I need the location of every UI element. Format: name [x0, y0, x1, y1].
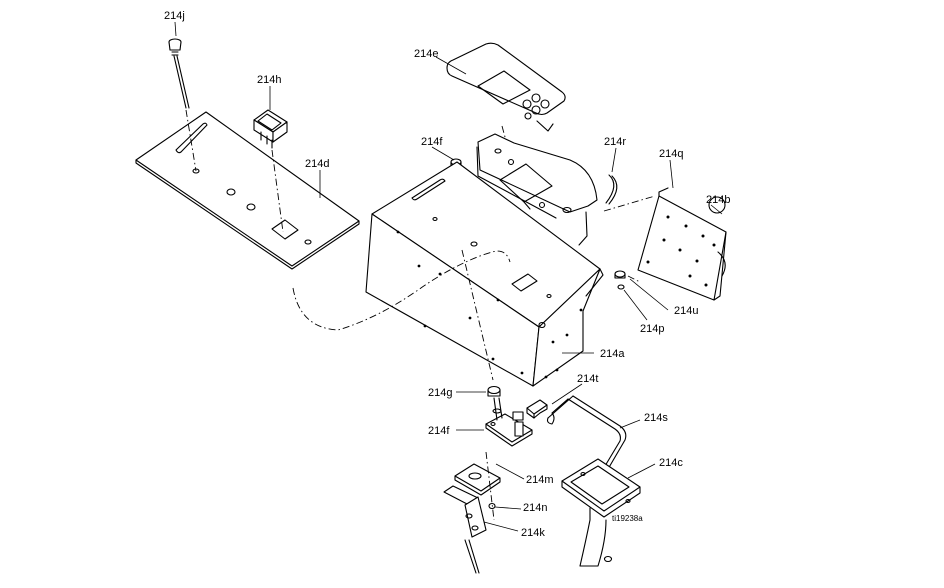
label-214c: 214c	[659, 457, 683, 469]
label-214q: 214q	[659, 148, 683, 160]
callout-labels: 214j 214h 214d 214e 214f 214r 214q 214b …	[164, 10, 730, 539]
label-214r: 214r	[604, 136, 626, 148]
axis-line-214q	[603, 195, 656, 212]
figure-id: ti19238a	[612, 514, 643, 523]
axis-line-214u	[627, 275, 641, 283]
label-214n: 214n	[523, 502, 547, 514]
label-214d: 214d	[305, 158, 329, 170]
part-214r-gasket	[605, 174, 615, 204]
label-214t: 214t	[577, 373, 598, 385]
part-214a-enclosure	[365, 161, 604, 387]
part-214r-bezel	[476, 133, 598, 246]
part-214f-bottom-switch	[485, 397, 533, 447]
part-214s-u-rod	[546, 395, 627, 494]
label-214s: 214s	[644, 412, 668, 424]
axis-line-214j	[185, 109, 197, 172]
part-214c-display	[561, 458, 641, 567]
part-214g-grommet	[487, 385, 501, 397]
part-214u-nut	[614, 270, 626, 279]
part-214d-plate	[135, 111, 360, 270]
part-214t-bracket	[526, 399, 548, 419]
part-214n-214k-lever	[443, 485, 496, 574]
label-214h: 214h	[257, 74, 281, 86]
label-214m: 214m	[526, 474, 554, 486]
label-214g: 214g	[428, 387, 452, 399]
part-214j-knob-shaft	[168, 38, 190, 109]
label-214a: 214a	[600, 348, 625, 360]
label-214j: 214j	[164, 10, 185, 22]
label-214b: 214b	[706, 194, 730, 206]
leader-lines	[174, 21, 723, 532]
part-214b-back-plate	[637, 187, 727, 301]
label-214e: 214e	[414, 48, 438, 60]
cable-route-line	[292, 250, 511, 331]
axis-line-214h	[271, 149, 284, 233]
axis-line-lower	[485, 451, 495, 521]
label-214k: 214k	[521, 527, 545, 539]
label-214u: 214u	[674, 305, 698, 317]
label-214p: 214p	[640, 323, 664, 335]
label-214f-bottom: 214f	[428, 425, 450, 437]
part-214e-keypad	[446, 42, 566, 132]
label-214f-top: 214f	[421, 136, 443, 148]
part-214h-rocker-switch	[253, 109, 288, 149]
part-214m-bracket	[454, 463, 501, 496]
part-214p-washer	[617, 284, 625, 290]
